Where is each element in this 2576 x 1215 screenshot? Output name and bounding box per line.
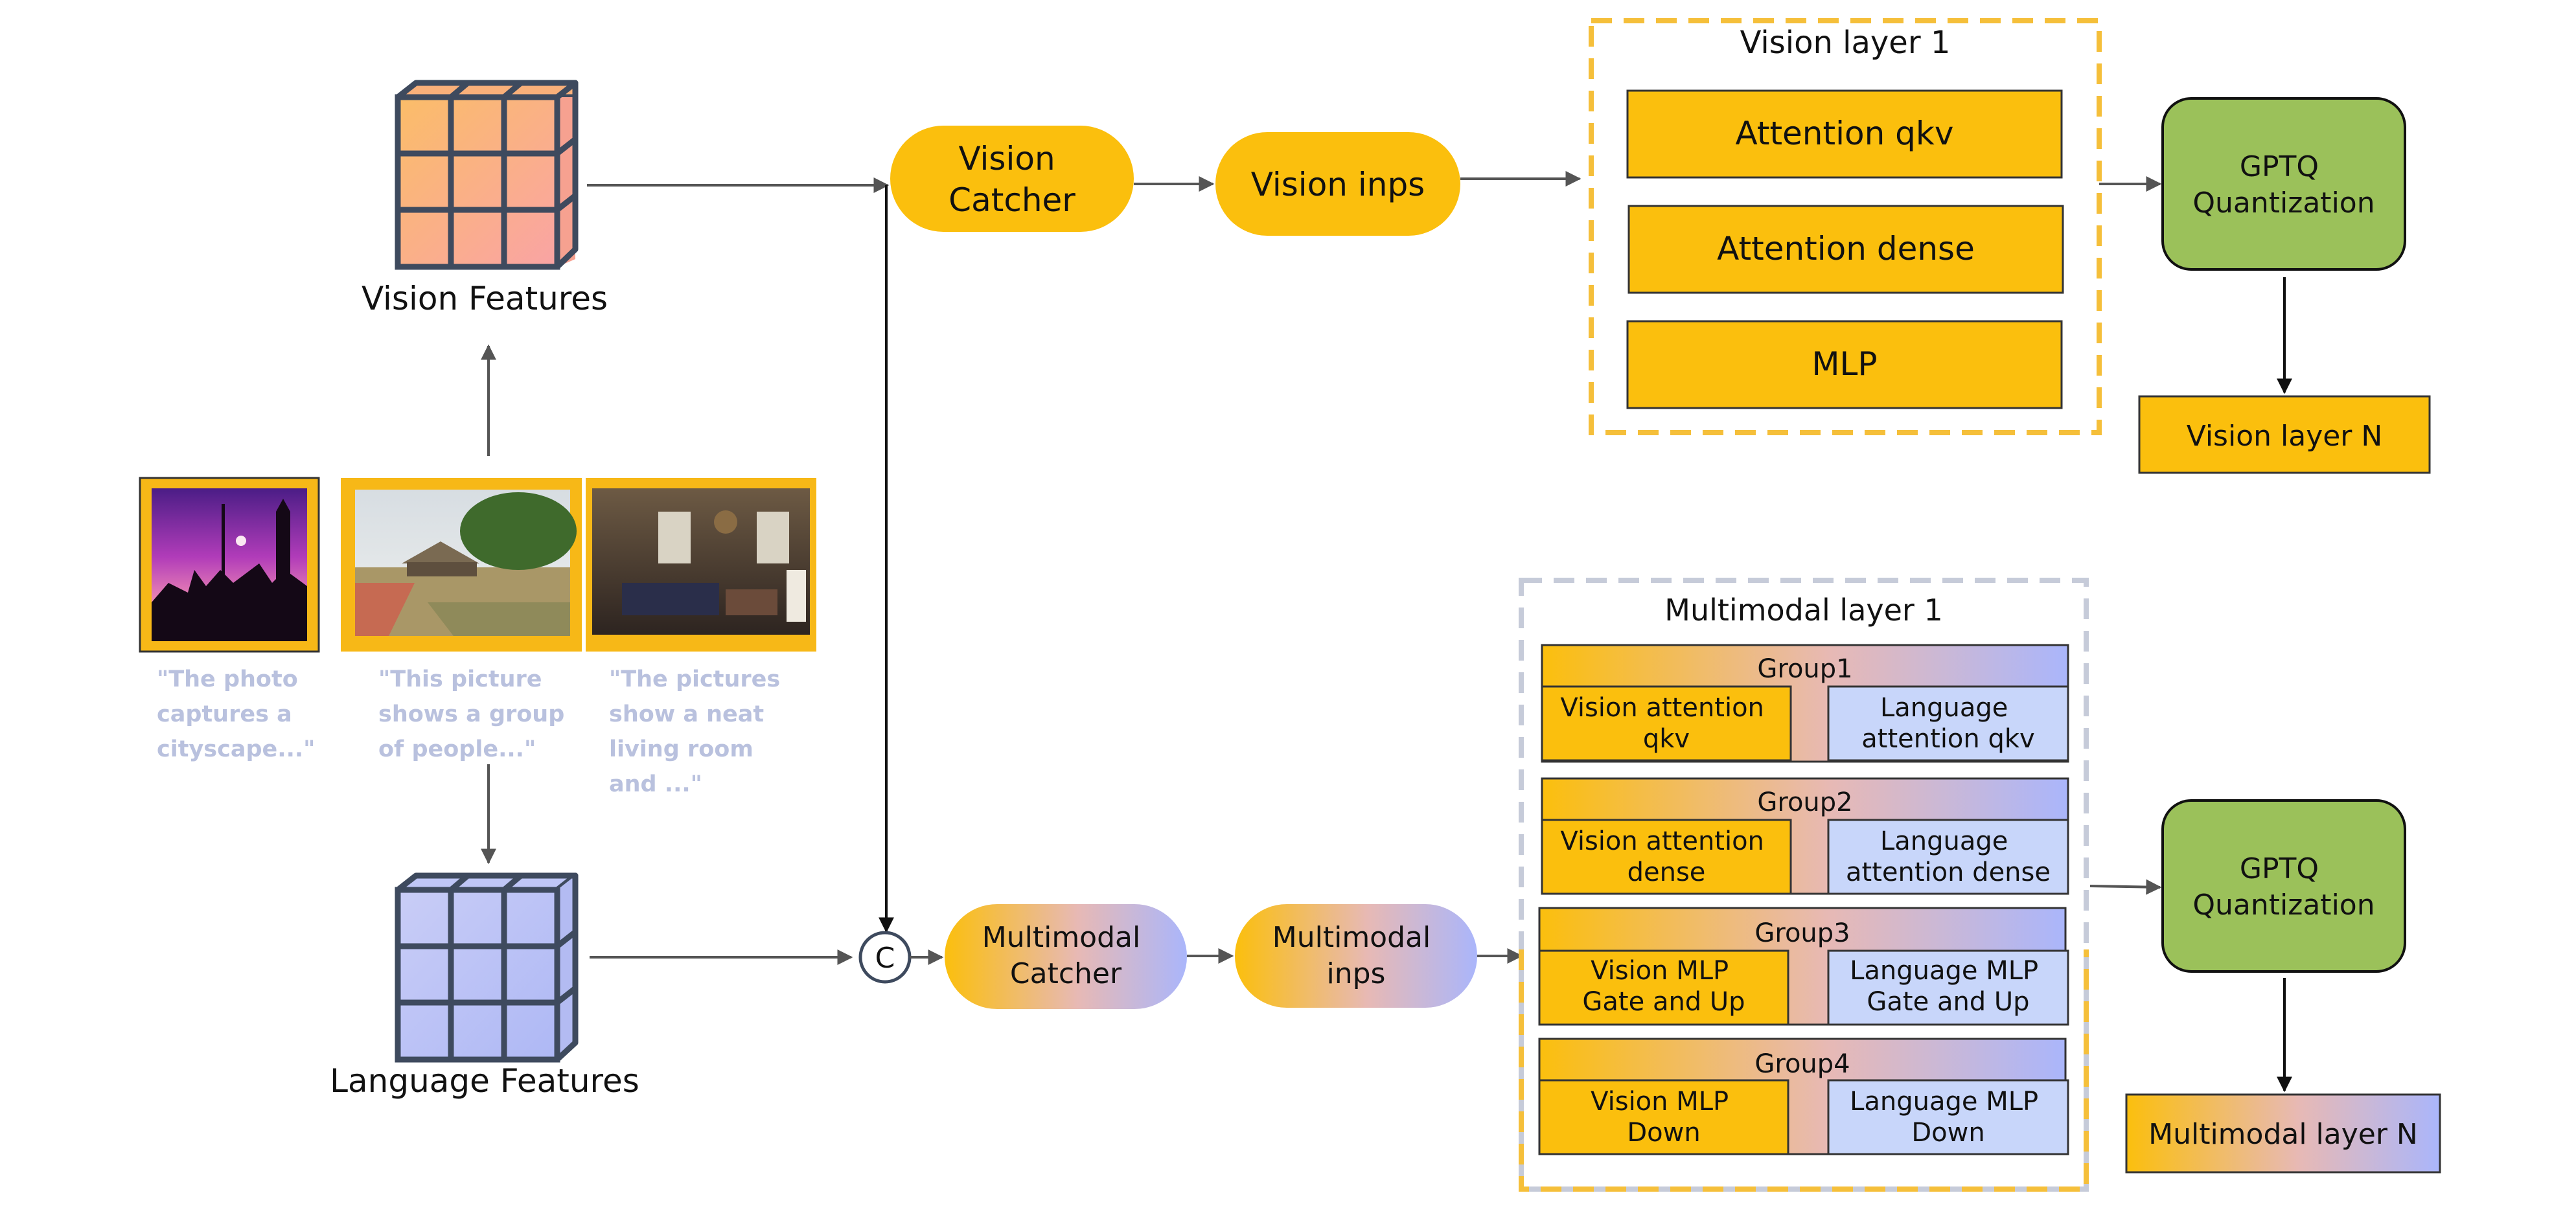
- village-image: [341, 478, 582, 652]
- group-3-language-block: [1827, 949, 2069, 1026]
- svg-text:Multimodal layer N: Multimodal layer N: [2148, 1118, 2418, 1151]
- svg-text:Attention dense: Attention dense: [1717, 230, 1975, 267]
- vision-layer-n: Vision layer N: [2138, 395, 2431, 474]
- caption-people: "This picture shows a group of people...…: [378, 666, 572, 762]
- gptq-quantization-top: GPTQ Quantization: [2161, 97, 2406, 271]
- group-2-language-block: [1827, 819, 2069, 895]
- svg-text:Vision inps: Vision inps: [1251, 166, 1425, 203]
- group-2-vision-block: [1541, 819, 1792, 895]
- caption-cityscape: "The photo captures a cityscape...": [157, 666, 315, 762]
- caption-living-room: "The pictures show a neat living room an…: [609, 666, 788, 797]
- svg-text:GPTQ Quantization: GPTQ Quantization: [2192, 150, 2375, 220]
- group-1-vision-block: [1541, 685, 1792, 762]
- svg-text:Group2: Group2: [1757, 788, 1852, 817]
- svg-text:Multimodal inps: Multimodal inps: [1272, 921, 1440, 990]
- svg-text:Language attention den: Language attention dense: [1846, 826, 2051, 887]
- svg-text:Attention qkv: Attention qkv: [1736, 115, 1954, 152]
- svg-text:Multimodal Catcher: Multimodal Catcher: [982, 921, 1149, 990]
- cityscape-image: [139, 477, 320, 653]
- vision-features-cube-icon: [395, 80, 579, 270]
- attention-dense-block: Attention dense: [1627, 205, 2064, 294]
- language-features-cube-icon: [395, 872, 579, 1063]
- svg-text:Language MLP Gate and: Language MLP Gate and Up: [1850, 956, 2047, 1017]
- multimodal-catcher: Multimodal Catcher: [945, 904, 1187, 1009]
- svg-text:Group3: Group3: [1754, 918, 1850, 948]
- group-3: Group3 Vision MLP Gate and Up Language M…: [1538, 907, 2069, 1026]
- svg-text:Vision MLP Gate and Up: Vision MLP Gate and Up: [1582, 956, 1745, 1017]
- svg-text:Language MLP Down: Language MLP Down: [1850, 1087, 2047, 1148]
- svg-text:Vision attention qkv: Vision attention qkv: [1560, 693, 1772, 754]
- group-1: Group1 Vision attention qkv Language att…: [1541, 644, 2069, 763]
- group-1-language-block: [1827, 685, 2069, 762]
- vision-layer-1: Vision layer 1 Attention qkv Attention d…: [1589, 18, 2102, 435]
- svg-text:Group4: Group4: [1754, 1049, 1850, 1079]
- concat-icon: C: [858, 931, 912, 984]
- vision-layer-1-title: Vision layer 1: [1740, 25, 1951, 61]
- svg-text:Vision MLP Down: Vision MLP Down: [1591, 1087, 1737, 1148]
- group-3-vision-block: [1538, 949, 1789, 1026]
- svg-text:C: C: [875, 942, 895, 975]
- svg-text:Group1: Group1: [1757, 654, 1852, 684]
- mlp-block: MLP: [1626, 320, 2063, 409]
- svg-text:Vision Catcher: Vision Catcher: [949, 140, 1075, 219]
- group-4-vision-block: [1538, 1079, 1789, 1155]
- svg-text:GPTQ Quantization: GPTQ Quantization: [2192, 852, 2375, 922]
- svg-text:Language attention qkv: Language attention qkv: [1861, 693, 2034, 754]
- language-features-label: Language Features: [330, 1062, 639, 1100]
- group-2: Group2 Vision attention dense Language a…: [1541, 777, 2069, 895]
- multimodal-layer-1: Multimodal layer 1 Group1 Vision attenti…: [1519, 578, 2089, 1192]
- multimodal-layer-n: Multimodal layer N: [2125, 1093, 2441, 1174]
- group-4: Group4 Vision MLP Down Language MLP Down: [1538, 1038, 2069, 1155]
- vision-features-label: Vision Features: [362, 280, 608, 317]
- attention-qkv-block: Attention qkv: [1626, 89, 2063, 179]
- vision-catcher: Vision Catcher: [890, 126, 1134, 232]
- multimodal-layer-1-title: Multimodal layer 1: [1664, 593, 1942, 628]
- vision-inps: Vision inps: [1215, 132, 1460, 236]
- svg-text:Vision layer N: Vision layer N: [2187, 420, 2383, 453]
- svg-text:Vision attention dense: Vision attention dense: [1560, 826, 1772, 887]
- svg-text:MLP: MLP: [1811, 345, 1877, 383]
- living-room-image: [586, 478, 816, 652]
- group-4-language-block: [1827, 1079, 2069, 1155]
- gptq-quantization-bottom: GPTQ Quantization: [2161, 799, 2406, 973]
- multimodal-inps: Multimodal inps: [1235, 904, 1477, 1008]
- arrow-mm-layer-to-gptq: [2089, 879, 2162, 895]
